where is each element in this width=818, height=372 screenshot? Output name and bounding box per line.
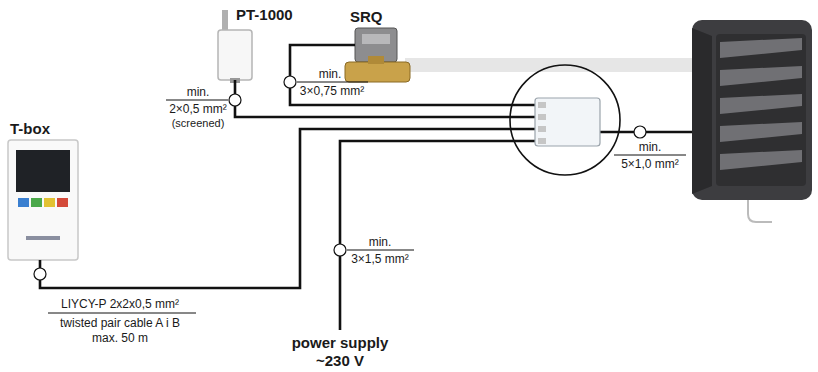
device-heading: PT-1000	[236, 6, 295, 24]
controller-illustration	[8, 140, 78, 260]
cable-label: 5×1,0 mm²	[621, 157, 679, 172]
annotation-bars	[48, 82, 686, 313]
sensor-node: PT-1000	[236, 6, 295, 24]
controller-node: T-box	[10, 120, 52, 138]
valve-node: SRQ	[350, 8, 385, 26]
device-heading: SRQ	[350, 8, 385, 26]
cable-label: min.	[187, 85, 210, 100]
junction-box	[510, 65, 620, 175]
power-label: power supply	[292, 334, 389, 352]
cable-label: min.	[639, 140, 662, 155]
cable-label: 3×1,5 mm²	[351, 252, 409, 267]
valve-illustration	[345, 28, 410, 82]
cable-label: twisted pair cable A i B	[60, 316, 180, 331]
cable-label: min.	[369, 235, 392, 250]
cable-label: (screened)	[172, 116, 225, 130]
cable-label: min.	[319, 67, 342, 82]
cable-label: max. 50 m	[92, 331, 148, 346]
device-heading: T-box	[10, 120, 52, 138]
cable-label: LIYCY-P 2x2x0,5 mm²	[61, 297, 179, 312]
power-label: ~230 V	[316, 352, 364, 370]
cable-markers	[34, 76, 646, 280]
heater-illustration	[692, 20, 812, 222]
pipe-band	[405, 58, 695, 72]
cable-label: 2×0,5 mm²	[169, 102, 227, 117]
cable-label: 3×0,75 mm²	[300, 84, 364, 99]
wiring	[40, 45, 692, 330]
